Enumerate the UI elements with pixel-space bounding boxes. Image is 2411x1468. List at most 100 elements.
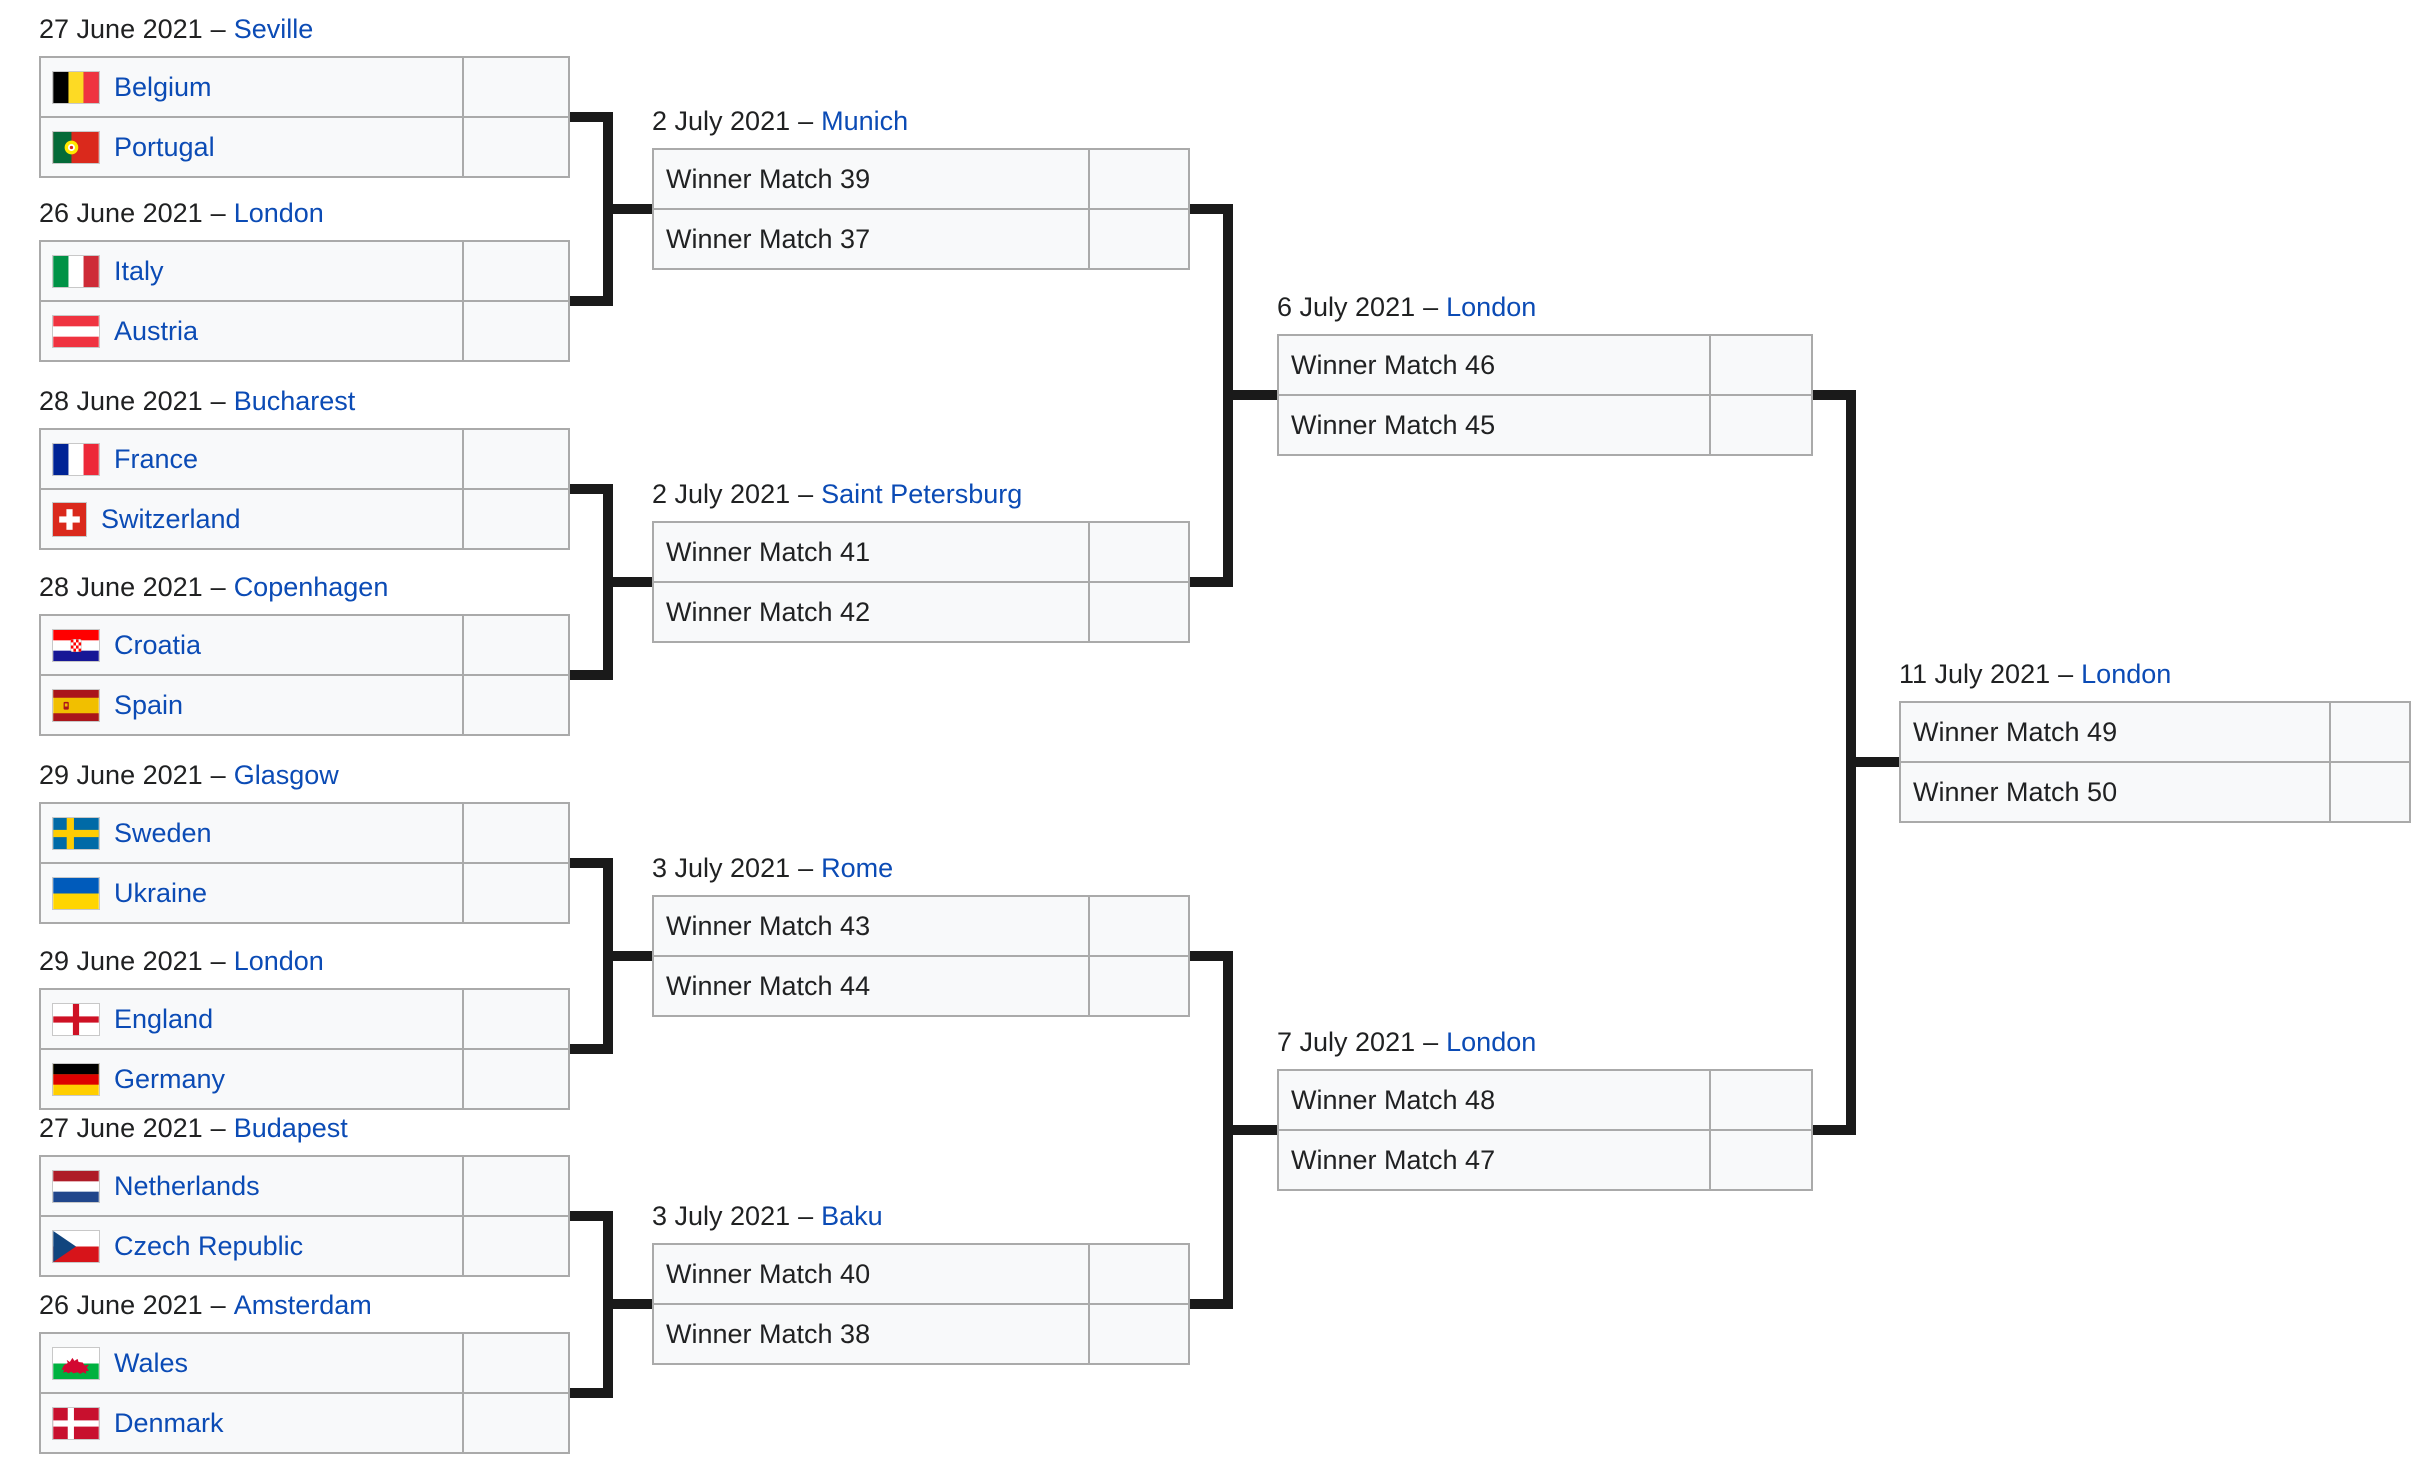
team-cell: Czech Republic bbox=[41, 1217, 464, 1275]
score-cell bbox=[464, 302, 568, 360]
team-name-link[interactable]: Portugal bbox=[114, 131, 215, 162]
match-city-link[interactable]: London bbox=[233, 946, 324, 976]
team-cell: Winner Match 50 bbox=[1901, 763, 2331, 821]
team-name-link[interactable]: Denmark bbox=[114, 1407, 224, 1438]
team-name-link[interactable]: Austria bbox=[114, 315, 199, 346]
bracket-connector-line bbox=[568, 1211, 613, 1221]
date-city-separator: – bbox=[210, 946, 226, 976]
team-name-link[interactable]: England bbox=[114, 1003, 214, 1034]
team-name-link[interactable]: Czech Republic bbox=[114, 1230, 304, 1261]
team-row: Winner Match 43 bbox=[654, 897, 1188, 955]
match-city-link[interactable]: London bbox=[233, 198, 324, 228]
team-name-link[interactable]: Sweden bbox=[114, 817, 212, 848]
team-name-link[interactable]: Belgium bbox=[114, 71, 212, 102]
match-city-link[interactable]: Glasgow bbox=[233, 760, 339, 790]
date-city-separator: – bbox=[798, 853, 814, 883]
team-cell: Winner Match 40 bbox=[654, 1245, 1090, 1303]
match-box: Winner Match 40 Winner Match 38 bbox=[652, 1243, 1190, 1365]
score-cell bbox=[464, 430, 568, 488]
bracket-connector-line bbox=[603, 1299, 654, 1309]
date-city-separator: – bbox=[1423, 292, 1439, 322]
team-name-link[interactable]: Netherlands bbox=[114, 1170, 260, 1201]
team-row: England bbox=[41, 990, 568, 1048]
team-row: Croatia bbox=[41, 616, 568, 674]
germany-flag-icon bbox=[53, 1063, 99, 1095]
score-cell bbox=[1090, 210, 1188, 268]
team-cell: Winner Match 47 bbox=[1279, 1131, 1711, 1189]
team-cell: France bbox=[41, 430, 464, 488]
team-name-link[interactable]: France bbox=[114, 443, 199, 474]
team-placeholder-label: Winner Match 37 bbox=[666, 223, 871, 254]
team-row: Winner Match 39 bbox=[654, 150, 1188, 208]
team-row: Austria bbox=[41, 300, 568, 360]
team-row: Winner Match 41 bbox=[654, 523, 1188, 581]
team-cell: Winner Match 41 bbox=[654, 523, 1090, 581]
team-row: Winner Match 38 bbox=[654, 1303, 1188, 1363]
team-name-link[interactable]: Switzerland bbox=[101, 503, 241, 534]
score-cell bbox=[2331, 763, 2409, 821]
date-city-separator: – bbox=[1423, 1027, 1439, 1057]
team-name-link[interactable]: Ukraine bbox=[114, 877, 208, 908]
italy-flag-icon bbox=[53, 255, 99, 287]
team-name-link[interactable]: Spain bbox=[114, 689, 184, 720]
team-placeholder-label: Winner Match 38 bbox=[666, 1318, 871, 1349]
team-row: Netherlands bbox=[41, 1157, 568, 1215]
team-row: Winner Match 42 bbox=[654, 581, 1188, 641]
match-city-link[interactable]: Seville bbox=[233, 14, 314, 44]
bracket-connector-line bbox=[568, 296, 613, 306]
bracket-connector-line bbox=[568, 112, 613, 122]
match-city-link[interactable]: Copenhagen bbox=[233, 572, 389, 602]
match-date: 29 June 2021 bbox=[39, 760, 203, 790]
ukraine-flag-icon bbox=[53, 877, 99, 909]
bracket-connector-line bbox=[1188, 951, 1233, 961]
score-cell bbox=[464, 118, 568, 176]
switzerland-flag-icon bbox=[53, 502, 86, 536]
match-box: Winner Match 41 Winner Match 42 bbox=[652, 521, 1190, 643]
bracket-connector-line bbox=[1188, 577, 1233, 587]
team-placeholder-label: Winner Match 44 bbox=[666, 970, 871, 1001]
match-header: 26 June 2021–London bbox=[39, 196, 324, 230]
bracket-connector-line bbox=[603, 204, 654, 214]
bracket-connector-line bbox=[1223, 390, 1279, 400]
team-cell: Winner Match 48 bbox=[1279, 1071, 1711, 1129]
team-row: Ukraine bbox=[41, 862, 568, 922]
match-date: 3 July 2021 bbox=[652, 853, 791, 883]
match-city-link[interactable]: London bbox=[1446, 1027, 1537, 1057]
team-cell: Winner Match 43 bbox=[654, 897, 1090, 955]
match-city-link[interactable]: Amsterdam bbox=[233, 1290, 372, 1320]
match-city-link[interactable]: Budapest bbox=[233, 1113, 348, 1143]
team-cell: Portugal bbox=[41, 118, 464, 176]
team-name-link[interactable]: Germany bbox=[114, 1063, 226, 1094]
team-row: Winner Match 46 bbox=[1279, 336, 1811, 394]
match-city-link[interactable]: Rome bbox=[821, 853, 894, 883]
match-city-link[interactable]: Saint Petersburg bbox=[821, 479, 1023, 509]
date-city-separator: – bbox=[210, 572, 226, 602]
team-row: Wales bbox=[41, 1334, 568, 1392]
team-name-link[interactable]: Croatia bbox=[114, 629, 202, 660]
match-city-link[interactable]: Bucharest bbox=[233, 386, 356, 416]
match-header: 7 July 2021–London bbox=[1277, 1025, 1536, 1059]
match-city-link[interactable]: Munich bbox=[821, 106, 909, 136]
team-row: Denmark bbox=[41, 1392, 568, 1452]
team-row: Winner Match 50 bbox=[1901, 761, 2409, 821]
team-name-link[interactable]: Wales bbox=[114, 1347, 189, 1378]
score-cell bbox=[464, 676, 568, 734]
match-city-link[interactable]: Baku bbox=[821, 1201, 883, 1231]
match-city-link[interactable]: London bbox=[2081, 659, 2172, 689]
date-city-separator: – bbox=[210, 760, 226, 790]
team-cell: Italy bbox=[41, 242, 464, 300]
team-cell: Switzerland bbox=[41, 490, 464, 548]
team-placeholder-label: Winner Match 41 bbox=[666, 536, 871, 567]
score-cell bbox=[464, 990, 568, 1048]
team-row: Spain bbox=[41, 674, 568, 734]
score-cell bbox=[464, 804, 568, 862]
match-header: 2 July 2021–Saint Petersburg bbox=[652, 477, 1022, 511]
team-name-link[interactable]: Italy bbox=[114, 255, 164, 286]
team-placeholder-label: Winner Match 39 bbox=[666, 163, 871, 194]
match-city-link[interactable]: London bbox=[1446, 292, 1537, 322]
austria-flag-icon bbox=[53, 315, 99, 347]
match-header: 3 July 2021–Rome bbox=[652, 851, 893, 885]
team-cell: Winner Match 44 bbox=[654, 957, 1090, 1015]
score-cell bbox=[1090, 1305, 1188, 1363]
match-date: 28 June 2021 bbox=[39, 386, 203, 416]
